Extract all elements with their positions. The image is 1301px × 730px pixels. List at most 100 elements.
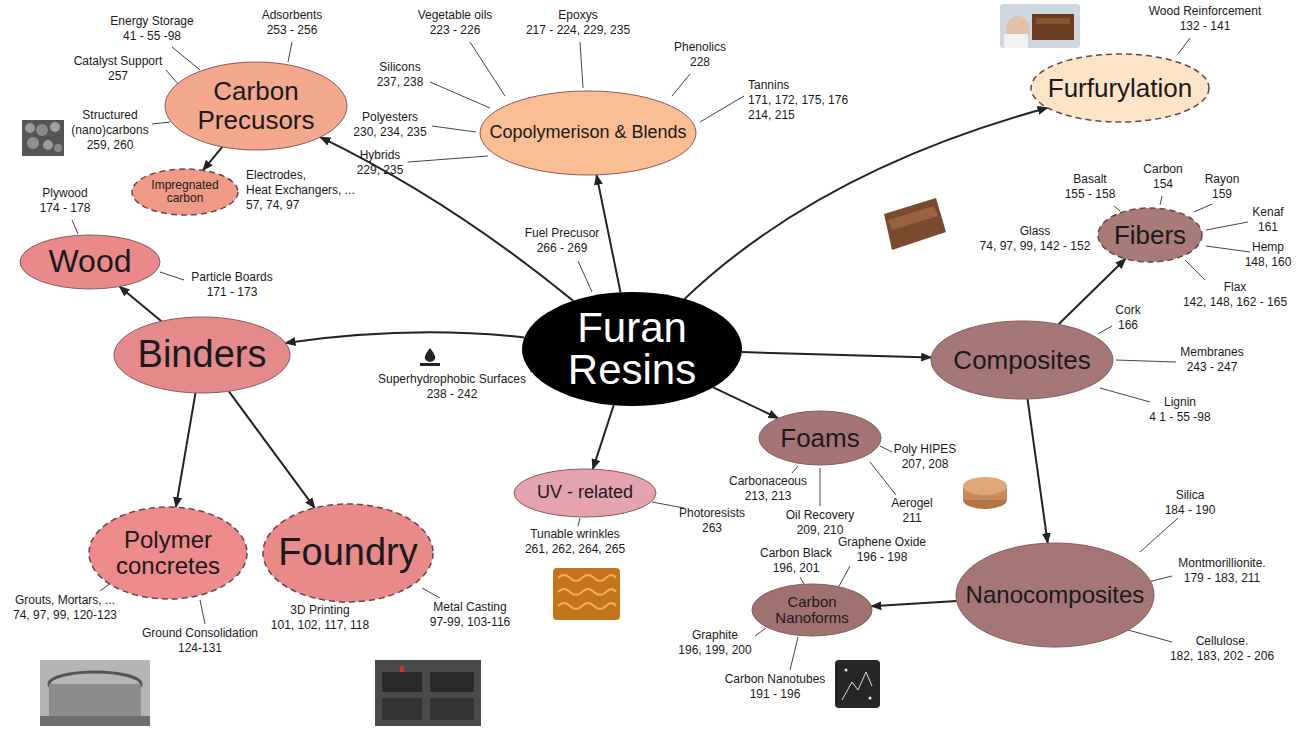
arrow-connector <box>229 391 315 508</box>
wood-sample <box>1036 18 1070 24</box>
ellipse-node: Impregnated carbon <box>131 168 239 216</box>
leader-line <box>578 518 580 526</box>
ellipse-node: Furan Resins <box>521 291 743 407</box>
node-title: Furfurylation <box>1048 74 1193 103</box>
arrow-connector <box>871 601 956 606</box>
reference-label: Lignin 4 1 - 55 -98 <box>1149 395 1210 425</box>
particle <box>27 137 39 149</box>
reference-label: Energy Storage 41 - 55 -98 <box>110 14 193 44</box>
leader-line <box>1148 576 1172 582</box>
mould <box>382 698 422 720</box>
ellipse-node: Furfurylation <box>1030 53 1210 123</box>
reference-label: Graphite 196, 199, 200 <box>678 628 751 658</box>
tank-wall <box>49 684 141 716</box>
cork-disc-image <box>963 477 1007 509</box>
sem-image <box>22 120 64 156</box>
leader-line <box>838 566 850 588</box>
wrinkles-image <box>553 568 620 620</box>
ellipse-shape <box>263 504 433 602</box>
leader-line <box>880 446 892 452</box>
ellipse-shape <box>522 292 742 406</box>
ellipse-node: Carbon Nanoforms <box>751 583 873 637</box>
leader-line <box>672 74 690 96</box>
photo-frame <box>375 660 481 726</box>
leader-line <box>1098 326 1112 334</box>
node-title: Copolymerison & Blends <box>489 123 686 143</box>
reference-label: Silica 184 - 190 <box>1165 488 1216 518</box>
particle <box>43 140 53 150</box>
leader-line <box>1178 38 1190 54</box>
speck <box>845 669 848 672</box>
reference-label: Carbon Nanotubes 191 - 196 <box>725 672 826 702</box>
leader-line <box>422 588 440 598</box>
reference-label: Particle Boards 171 - 173 <box>191 270 272 300</box>
wood-piece-image <box>884 198 946 250</box>
reference-label: Epoxys 217 - 224, 229, 235 <box>526 8 630 38</box>
leader-line <box>870 462 896 495</box>
ellipse-node: Polymer concretes <box>88 506 248 600</box>
wrinkle <box>558 589 616 595</box>
leader-line <box>470 42 505 96</box>
reference-label: Hybrids 229, 235 <box>357 148 404 178</box>
leader-line <box>288 42 292 62</box>
leader-line <box>700 96 744 122</box>
ellipse-shape <box>1031 54 1209 122</box>
ellipse-node: UV - related <box>513 468 657 518</box>
ellipse-shape <box>480 91 696 175</box>
photo-frame <box>553 568 620 620</box>
leader-line <box>152 122 170 124</box>
ellipse-shape <box>114 317 290 393</box>
mould <box>430 672 474 692</box>
ellipse-shape <box>514 469 656 517</box>
leader-lines <box>72 38 1250 670</box>
nanotube <box>842 672 872 700</box>
leader-line <box>800 577 804 584</box>
reference-label: Electrodes, Heat Exchangers, ... 57, 74,… <box>246 168 355 213</box>
arrow-connector <box>176 393 196 507</box>
wrinkle <box>558 603 616 609</box>
node-title: Nanocomposites <box>966 582 1145 608</box>
photo-frame <box>40 660 150 726</box>
reference-label: Adsorbents 253 - 256 <box>262 8 323 38</box>
reference-label: Carbon 154 <box>1143 162 1182 192</box>
photo-frame <box>835 660 880 708</box>
wrinkle <box>558 575 616 581</box>
leader-line <box>1185 260 1205 280</box>
ellipse-node: Foundry <box>262 503 434 603</box>
reference-label: Vegetable oils 223 - 226 <box>418 8 493 38</box>
particle <box>50 122 60 132</box>
ellipse-shape <box>20 235 160 289</box>
reference-label: 3D Printing 101, 102, 117, 118 <box>271 603 369 633</box>
mould <box>382 672 422 692</box>
reference-label: Tunable wrinkles 261, 262, 264, 265 <box>525 527 625 557</box>
leader-line <box>172 47 200 70</box>
superhydrophobic-icon <box>420 348 440 366</box>
leader-line <box>200 600 205 624</box>
arrow-connector <box>593 405 614 469</box>
node-title: Binders <box>138 334 267 376</box>
cork-top <box>963 477 1007 495</box>
node-title: Furan Resins <box>568 307 696 391</box>
reference-label: Polyesters 230, 234, 235 <box>353 110 426 140</box>
leader-line <box>432 126 476 132</box>
leader-line <box>166 70 178 84</box>
reference-label: Poly HIPES 207, 208 <box>894 442 957 472</box>
reference-label: Membranes 243 - 247 <box>1180 345 1243 375</box>
leader-line <box>160 272 184 280</box>
reference-label: Graphene Oxide 196 - 198 <box>838 535 926 565</box>
ellipse-node: Carbon Precusors <box>164 61 348 151</box>
ellipse-shape <box>956 543 1154 647</box>
particle <box>25 123 35 133</box>
node-title: Fibers <box>1114 221 1186 250</box>
reference-label: Ground Consolidation 124-131 <box>142 626 258 656</box>
leader-line <box>580 42 583 88</box>
particle <box>36 124 48 136</box>
node-title: Impregnated carbon <box>151 179 218 205</box>
leader-line <box>1206 246 1250 252</box>
ellipse-shape <box>752 584 872 636</box>
arrow-connector <box>1028 399 1048 543</box>
reference-label: Cellulose. 182, 183, 202 - 206 <box>1170 634 1274 664</box>
reference-label: Kenaf 161 <box>1252 205 1283 235</box>
leader-line <box>1116 360 1176 362</box>
